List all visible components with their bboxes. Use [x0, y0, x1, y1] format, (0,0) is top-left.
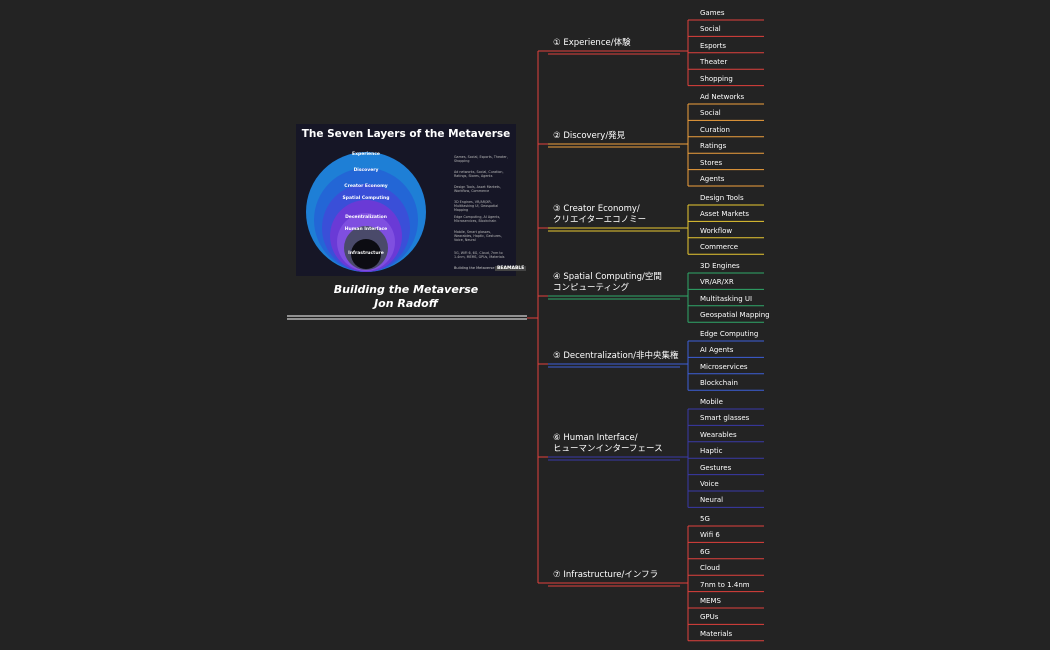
- branch-label: ⑦ Infrastructure/インフラ: [553, 570, 659, 580]
- leaf-topic[interactable]: Games: [700, 9, 725, 17]
- branch-label: ③ Creator Economy/: [553, 204, 640, 214]
- branch-topic[interactable]: ② Discovery/発見: [553, 131, 625, 142]
- card-layer-label: Decentralization: [345, 215, 387, 220]
- card-note: Games, Social, Esports, Theater, Shoppin…: [454, 155, 508, 163]
- branch-label: ④ Spatial Computing/空間: [553, 272, 662, 282]
- leaf-topic[interactable]: AI Agents: [700, 346, 734, 355]
- leaf-topic[interactable]: 6G: [700, 547, 710, 556]
- branch-topic[interactable]: ① Experience/体験: [553, 38, 631, 49]
- metaverse-layers-image: The Seven Layers of the Metaverse Experi…: [296, 124, 516, 276]
- leaf-topic[interactable]: Workflow: [700, 226, 733, 235]
- leaf-topic[interactable]: Ad Networks: [700, 93, 745, 101]
- card-note: Edge Computing, AI Agents, Microservices…: [454, 215, 501, 223]
- leaf-topic[interactable]: Geospatial Mapping: [700, 311, 770, 320]
- branch-topic[interactable]: ⑦ Infrastructure/インフラ: [553, 570, 658, 581]
- leaf-topic[interactable]: VR/AR/XR: [700, 278, 734, 287]
- branch-label-line2: コンピューティング: [553, 283, 629, 293]
- leaf-topic[interactable]: Edge Computing: [700, 330, 759, 338]
- branch-label: ⑥ Human Interface/: [553, 433, 638, 443]
- leaf-topic[interactable]: Neural: [700, 496, 724, 505]
- leaf-topic[interactable]: Microservices: [700, 362, 748, 371]
- leaf-topic[interactable]: Social: [700, 25, 721, 34]
- branch-label: ① Experience/体験: [553, 38, 631, 48]
- branch-label: ⑤ Decentralization/非中央集権: [553, 351, 679, 361]
- leaf-topic[interactable]: Wifi 6: [700, 531, 720, 540]
- card-note: Design Tools, Asset Markets, Workflow, C…: [454, 185, 501, 193]
- card-layer-label: Discovery: [353, 168, 379, 173]
- branch-label: ② Discovery/発見: [553, 131, 626, 141]
- leaf-topic[interactable]: 5G: [700, 515, 710, 523]
- branch-topic[interactable]: ⑤ Decentralization/非中央集権: [553, 351, 678, 362]
- card-layer-label: Spatial Computing: [342, 196, 390, 201]
- card-caption: Building the Metaverse Jon Radoff: [454, 266, 514, 270]
- leaf-topic[interactable]: Voice: [700, 480, 719, 488]
- leaf-topic[interactable]: Cloud: [700, 564, 720, 573]
- card-layer-label: Creator Economy: [344, 184, 388, 189]
- card-note: 3D Engines, VR/AR/XR, Multitasking UI, G…: [454, 200, 499, 212]
- branch-topic[interactable]: ④ Spatial Computing/空間コンピューティング: [553, 272, 662, 294]
- concentric-circles: [306, 152, 426, 272]
- leaf-topic[interactable]: Esports: [700, 41, 727, 50]
- leaf-topic[interactable]: Shopping: [700, 74, 733, 83]
- leaf-topic[interactable]: 3D Engines: [700, 262, 740, 270]
- leaf-topic[interactable]: Design Tools: [700, 194, 744, 202]
- leaf-topic[interactable]: Curation: [700, 125, 730, 134]
- card-layer-label: Infrastructure: [348, 251, 384, 256]
- branch-topic[interactable]: ⑥ Human Interface/ヒューマンインターフェース: [553, 433, 663, 455]
- leaf-topic[interactable]: Commerce: [700, 243, 738, 252]
- root-title: Building the Metaverse: [333, 283, 479, 296]
- leaf-topic[interactable]: Mobile: [700, 398, 723, 406]
- card-note: Mobile, Smart glasses, Wearables, Haptic…: [454, 230, 502, 242]
- root-author: Jon Radoff: [374, 297, 438, 310]
- leaf-topic[interactable]: Gestures: [700, 463, 732, 472]
- leaf-topic[interactable]: Smart glasses: [700, 414, 750, 423]
- card-note: Ad networks, Social, Curation, Ratings, …: [454, 170, 504, 178]
- leaf-topic[interactable]: Haptic: [700, 447, 723, 456]
- card-title: The Seven Layers of the Metaverse: [301, 128, 511, 140]
- leaf-topic[interactable]: Theater: [700, 58, 728, 67]
- card-layer-label: Human Interface: [344, 227, 388, 232]
- leaf-topic[interactable]: Wearables: [700, 430, 737, 439]
- branch-topic[interactable]: ③ Creator Economy/クリエイターエコノミー: [553, 204, 646, 226]
- leaf-topic[interactable]: Ratings: [700, 142, 727, 151]
- branch-label-line2: ヒューマンインターフェース: [553, 444, 663, 454]
- leaf-topic[interactable]: GPUs: [700, 613, 719, 622]
- card-note: 5G, WiFi 6, 6G, Cloud, 7nm to 1.4nm, MEM…: [454, 251, 505, 259]
- card-layer-label: Experience: [352, 152, 380, 157]
- leaf-topic[interactable]: Multitasking UI: [700, 294, 753, 303]
- leaf-topic[interactable]: Social: [700, 109, 721, 118]
- leaf-topic[interactable]: 7nm to 1.4nm: [700, 580, 750, 589]
- card-logo: BEAMABLE: [495, 266, 527, 271]
- root-topic[interactable]: Building the Metaverse Jon Radoff: [296, 283, 516, 311]
- leaf-topic[interactable]: Materials: [700, 629, 733, 638]
- leaf-topic[interactable]: Asset Markets: [700, 210, 750, 219]
- leaf-topic[interactable]: Stores: [700, 158, 723, 167]
- leaf-topic[interactable]: MEMS: [700, 597, 721, 605]
- branch-label-line2: クリエイターエコノミー: [553, 215, 647, 225]
- leaf-topic[interactable]: Agents: [700, 175, 725, 183]
- leaf-topic[interactable]: Blockchain: [700, 379, 738, 388]
